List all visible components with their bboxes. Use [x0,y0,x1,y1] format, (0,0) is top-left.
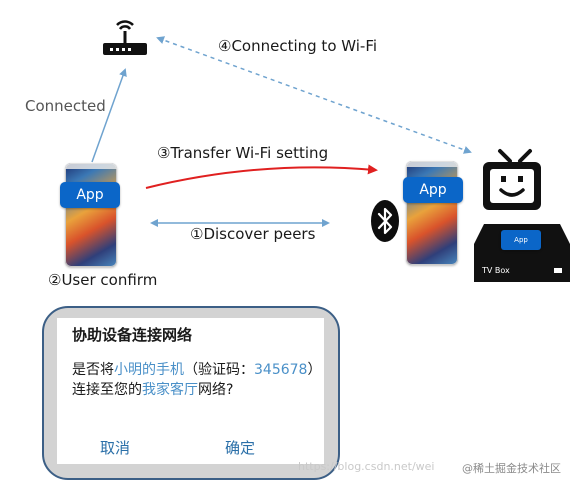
tv-box-label: TV Box [482,266,510,275]
confirm-dialog: 协助设备连接网络 是否将小明的手机（验证码：345678）连接至您的我家客厅网络… [57,318,324,464]
tv-box: App TV Box [474,224,570,282]
confirm-button[interactable]: 确定 [225,439,256,457]
cancel-button[interactable]: 取消 [100,439,131,457]
bluetooth-icon [371,200,399,242]
discover-peers-label: ①Discover peers [190,225,316,243]
tv-box-app-button[interactable]: App [501,230,541,250]
connected-label: Connected [25,97,106,115]
dialog-message: 是否将小明的手机（验证码：345678）连接至您的我家客厅网络? [72,360,317,400]
router-icon [103,20,147,55]
right-phone-app-button[interactable]: App [403,177,463,203]
left-phone-app-button[interactable]: App [60,182,120,208]
dialog-body-suffix: 网络? [198,382,234,398]
watermark-source: @稀土掘金技术社区 [462,462,561,475]
tv-icon [483,149,541,210]
connecting-wifi-label: ④Connecting to Wi-Fi [218,37,378,55]
verification-code: 345678 [254,362,308,378]
dialog-code-prefix: （验证码： [184,362,254,378]
network-name: 我家客厅 [142,382,198,398]
user-confirm-label: ②User confirm [48,271,158,289]
dialog-title: 协助设备连接网络 [72,326,193,344]
transfer-wifi-arrow [145,164,378,189]
connecting-wifi-arrow [156,36,472,154]
watermark-url: https://blog.csdn.net/wei [298,460,435,473]
transfer-wifi-label: ③Transfer Wi-Fi setting [157,144,329,162]
device-name: 小明的手机 [114,362,184,378]
dialog-body-mid: ）连接至您的 [72,362,315,398]
dialog-body-prefix: 是否将 [72,362,114,378]
left-phone [65,163,117,267]
connected-arrow [91,68,127,163]
